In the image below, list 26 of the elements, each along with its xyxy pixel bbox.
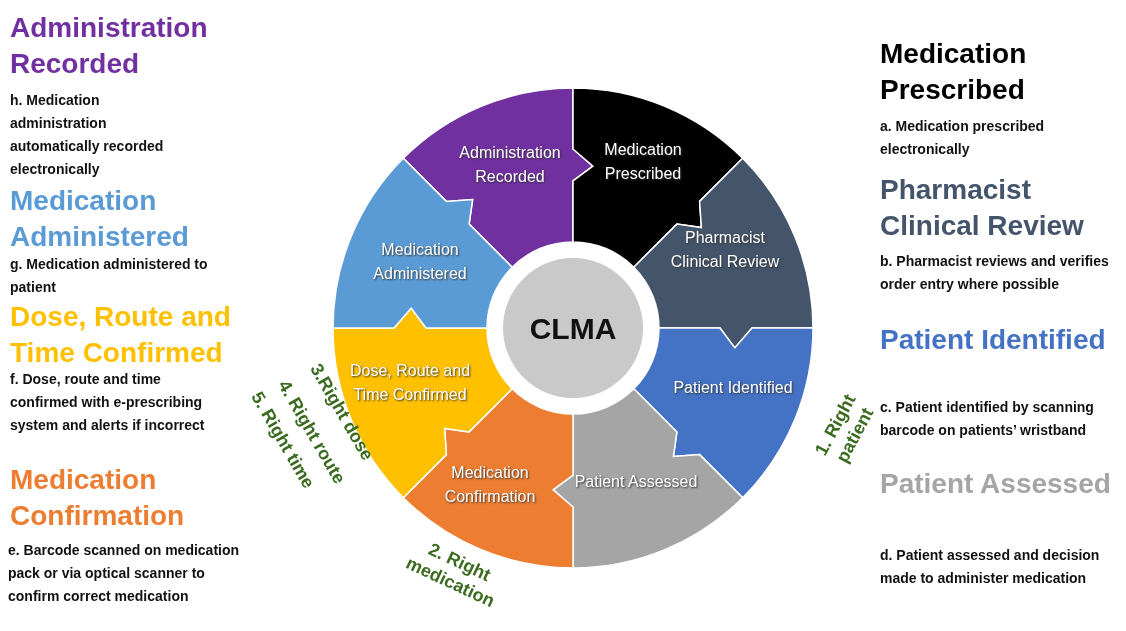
step-heading: Patient Identified	[880, 323, 1107, 357]
step-heading: Patient Assessed	[880, 467, 1112, 501]
step-description: h. Medication administration automatically recorded electronically	[10, 91, 165, 179]
step-heading: Medication Administered	[10, 184, 190, 254]
step-heading: Medication Confirmation	[10, 463, 186, 533]
step-heading: Medication Prescribed	[880, 37, 1028, 107]
step-description: b. Pharmacist reviews and verifies order entry where possible	[880, 252, 1110, 294]
segment-label: Patient Assessed	[573, 472, 699, 492]
step-description: c. Patient identified by scanning barcode on patients’ wristband	[880, 398, 1095, 440]
step-heading: Dose, Route and Time Confirmed	[10, 300, 232, 370]
step-heading: Administration Recorded	[10, 11, 209, 81]
center-label: CLMA	[529, 310, 617, 347]
segment-label: Medication Prescribed	[603, 140, 683, 184]
step-description: e. Barcode scanned on medication pack or via optical scanner to confirm correct medication	[8, 541, 240, 606]
segment-label: Patient Identified	[672, 378, 794, 398]
segment-label: Dose, Route and Time Confirmed	[349, 361, 472, 405]
step-heading: Pharmacist Clinical Review	[880, 173, 1085, 243]
center-circle	[503, 258, 643, 398]
step-description: g. Medication administered to patient	[10, 255, 209, 297]
step-description: d. Patient assessed and decision made to administer medication	[880, 546, 1101, 588]
segment-label: Pharmacist Clinical Review	[669, 228, 781, 272]
segment-label: Medication Confirmation	[443, 463, 537, 507]
segment-label: Administration Recorded	[458, 143, 562, 187]
step-description: f. Dose, route and time confirmed with e-prescribing system and alerts if incorrect	[10, 370, 206, 435]
segment-label: Medication Administered	[372, 240, 468, 284]
step-description: a. Medication prescribed electronically	[880, 117, 1046, 159]
